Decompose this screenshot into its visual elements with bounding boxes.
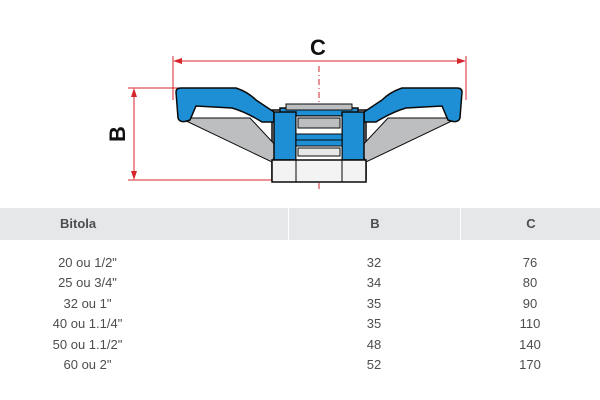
cell-bitola: 32 ou 1" xyxy=(63,295,112,311)
dimension-b: B xyxy=(105,87,276,181)
cell-bitola: 20 ou 1/2" xyxy=(58,255,117,270)
table-row: 40 ou 1.1/4" 35 110 xyxy=(0,314,600,334)
table-row: 60 ou 2" 52 170 xyxy=(0,355,600,375)
table-row: 25 ou 3/4" 34 80 xyxy=(0,273,600,293)
cell-c: 80 xyxy=(522,275,538,291)
cell-bitola: 40 ou 1.1/4" xyxy=(52,316,123,332)
cell-bitola: 60 ou 2" xyxy=(63,356,112,372)
column-header-c: C xyxy=(460,208,600,240)
cell-c: 90 xyxy=(522,295,538,311)
table-header: Bitola B C xyxy=(0,208,600,240)
cell-b: 52 xyxy=(366,356,382,372)
cell-b: 34 xyxy=(366,275,382,291)
table-row: 50 ou 1.1/2" 48 140 xyxy=(0,335,600,355)
cell-c: 140 xyxy=(519,336,541,352)
dimension-c: C xyxy=(172,35,467,100)
cell-b: 35 xyxy=(366,316,382,332)
cell-b: 32 xyxy=(366,255,382,270)
table-row: 20 ou 1/2" 32 76 xyxy=(0,253,600,273)
wing-nut-part xyxy=(175,87,463,183)
dimension-b-label: B xyxy=(105,126,130,142)
dimension-c-label: C xyxy=(310,35,326,60)
cell-c: 76 xyxy=(522,255,538,270)
technical-drawing: C B xyxy=(105,35,467,192)
cell-bitola: 50 ou 1.1/2" xyxy=(52,336,123,352)
column-header-b: B xyxy=(288,208,461,240)
table-body: 20 ou 1/2" 32 76 25 ou 3/4" 34 80 32 ou … xyxy=(0,253,600,375)
cell-b: 48 xyxy=(366,336,382,352)
column-header-bitola: Bitola xyxy=(60,216,97,231)
cell-c: 110 xyxy=(519,316,541,332)
cell-c: 170 xyxy=(519,356,541,372)
cell-b: 35 xyxy=(366,295,382,311)
table-row: 32 ou 1" 35 90 xyxy=(0,294,600,314)
cell-bitola: 25 ou 3/4" xyxy=(58,275,117,291)
